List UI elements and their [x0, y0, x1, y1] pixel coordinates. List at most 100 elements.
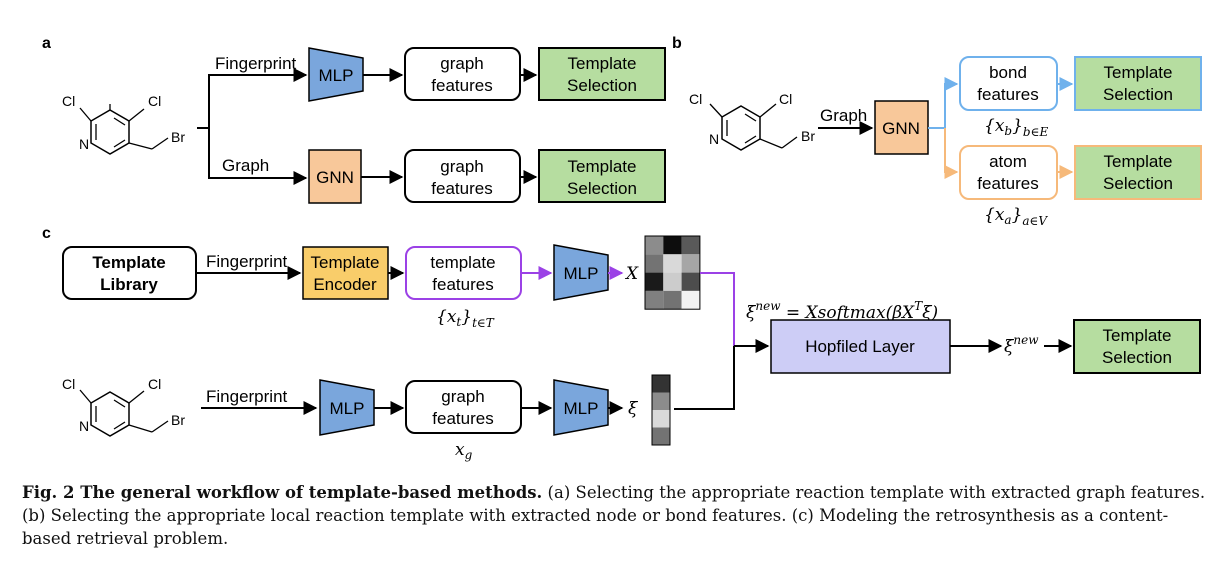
graph-features-box-c: graph features — [405, 380, 522, 434]
edge-gnn-to-bond — [928, 77, 959, 129]
heatmap-X-cell — [663, 272, 682, 291]
template-features-box: template features — [405, 246, 522, 300]
template-selection-line2: Selection — [1103, 174, 1173, 193]
gnn-block-a: GNN — [308, 149, 362, 204]
template-selection-box-c: Template Selection — [1073, 319, 1201, 374]
math-xg: xg — [455, 440, 473, 462]
heatmap-xi-border — [651, 374, 671, 446]
edge-xi-to-hopfield — [674, 346, 735, 410]
edge-X-to-hopfield — [700, 272, 735, 346]
template-selection-box-b1: Template Selection — [1074, 56, 1202, 111]
gnn-label: GNN — [882, 119, 920, 138]
label-a-graph: Graph — [222, 156, 269, 175]
label-a-fingerprint: Fingerprint — [215, 54, 297, 73]
mol-c-n: N — [79, 418, 89, 434]
math-xi-new: ξnew — [1004, 333, 1039, 357]
mol-b-br: Br — [801, 128, 815, 144]
workflow-diagram: a b c Cl Cl N Br Fingerprint Graph MLP G… — [42, 35, 1202, 462]
mlp-block-c-top: MLP — [553, 244, 609, 301]
graph-features-line2: features — [431, 76, 492, 95]
hopfield-layer-label: Hopfiled Layer — [805, 337, 915, 356]
graph-features-line1: graph — [441, 387, 484, 406]
heatmap-X-cell — [663, 290, 682, 310]
mol-b-cl2: Cl — [779, 91, 792, 107]
heatmap-X-cell — [681, 236, 700, 255]
label-c-fingerprint-top: Fingerprint — [206, 252, 288, 271]
template-encoder-line2: Encoder — [313, 275, 377, 294]
template-selection-line1: Template — [1103, 326, 1172, 345]
mlp-label: MLP — [564, 399, 599, 418]
mlp-label: MLP — [564, 264, 599, 283]
hopfield-equation: ξnew = Xsoftmax(βXTξ) — [746, 299, 938, 323]
mlp-block-c-bottom-1: MLP — [319, 379, 375, 436]
hopfield-layer-box: Hopfiled Layer — [770, 319, 951, 374]
mol-c-cl1: Cl — [62, 376, 75, 392]
heatmap-X-cell — [681, 254, 700, 273]
template-selection-line1: Template — [1104, 63, 1173, 82]
template-library-line2: Library — [100, 275, 158, 294]
template-features-line1: template — [430, 253, 495, 272]
label-c-fingerprint-bottom: Fingerprint — [206, 387, 288, 406]
graph-features-line2: features — [432, 409, 493, 428]
molecule-b: Cl Cl N Br — [689, 91, 815, 151]
template-library-line1: Template — [92, 253, 165, 272]
heatmap-X-cell — [645, 290, 664, 310]
graph-features-box-a1: graph features — [404, 47, 521, 101]
heatmap-X-cell — [681, 290, 700, 310]
template-encoder-box: Template Encoder — [302, 246, 389, 300]
atom-features-line2: features — [977, 174, 1038, 193]
template-selection-line1: Template — [1104, 152, 1173, 171]
mol-b-cl1: Cl — [689, 91, 702, 107]
math-X: X — [624, 264, 639, 284]
mlp-block-c-bottom-2: MLP — [553, 379, 609, 436]
math-xa: {xa}a∈V — [984, 205, 1048, 228]
heatmap-X-cell — [663, 236, 682, 255]
template-selection-line2: Selection — [1103, 85, 1173, 104]
mol-a-br: Br — [171, 129, 185, 145]
edge-gnn-to-atom — [944, 128, 959, 179]
caption-body: (a) Selecting the appropriate reaction t… — [22, 483, 1206, 548]
heatmap-X-border — [644, 235, 701, 310]
caption-title: Fig. 2 The general workflow of template-… — [22, 483, 543, 502]
template-selection-line2: Selection — [567, 179, 637, 198]
heatmap-X-cell — [663, 254, 682, 273]
mlp-block-a: MLP — [308, 47, 364, 102]
label-b-graph: Graph — [820, 106, 867, 125]
template-encoder-line1: Template — [311, 253, 380, 272]
heatmap-xi — [651, 374, 671, 446]
heatmap-xi-cell — [652, 392, 670, 410]
template-features-line2: features — [432, 275, 493, 294]
edge-a-fingerprint — [197, 68, 308, 129]
bond-features-box: bond features — [959, 56, 1058, 111]
graph-features-line1: graph — [440, 157, 483, 176]
heatmap-X-cell — [645, 272, 664, 291]
heatmap-X-cell — [645, 236, 664, 255]
mol-a-cl2: Cl — [148, 93, 161, 109]
mlp-label: MLP — [330, 399, 365, 418]
template-library-box: Template Library — [62, 246, 197, 300]
heatmap-xi-cell — [652, 410, 670, 428]
heatmap-xi-cell — [652, 375, 670, 393]
template-selection-line2: Selection — [567, 76, 637, 95]
template-selection-line2: Selection — [1102, 348, 1172, 367]
heatmap-X-cell — [681, 272, 700, 291]
gnn-block-b: GNN — [874, 100, 929, 155]
gnn-label: GNN — [316, 168, 354, 187]
template-selection-line1: Template — [568, 157, 637, 176]
figure-caption: Fig. 2 The general workflow of template-… — [22, 481, 1212, 550]
mol-a-cl1: Cl — [62, 93, 75, 109]
heatmap-X-cell — [645, 254, 664, 273]
edge-a-graph — [208, 128, 308, 185]
mol-a-n: N — [79, 136, 89, 152]
panel-label-c: c — [42, 225, 51, 242]
graph-features-box-a2: graph features — [404, 149, 521, 203]
math-xb: {xb}b∈E — [984, 116, 1048, 139]
graph-features-line2: features — [431, 179, 492, 198]
mol-c-cl2: Cl — [148, 376, 161, 392]
template-selection-box-a1: Template Selection — [538, 47, 666, 101]
bond-features-line2: features — [977, 85, 1038, 104]
math-xt: {xt}t∈T — [436, 307, 495, 330]
heatmap-xi-cell — [652, 427, 670, 445]
mol-c-br: Br — [171, 412, 185, 428]
mol-b-n: N — [709, 131, 719, 147]
